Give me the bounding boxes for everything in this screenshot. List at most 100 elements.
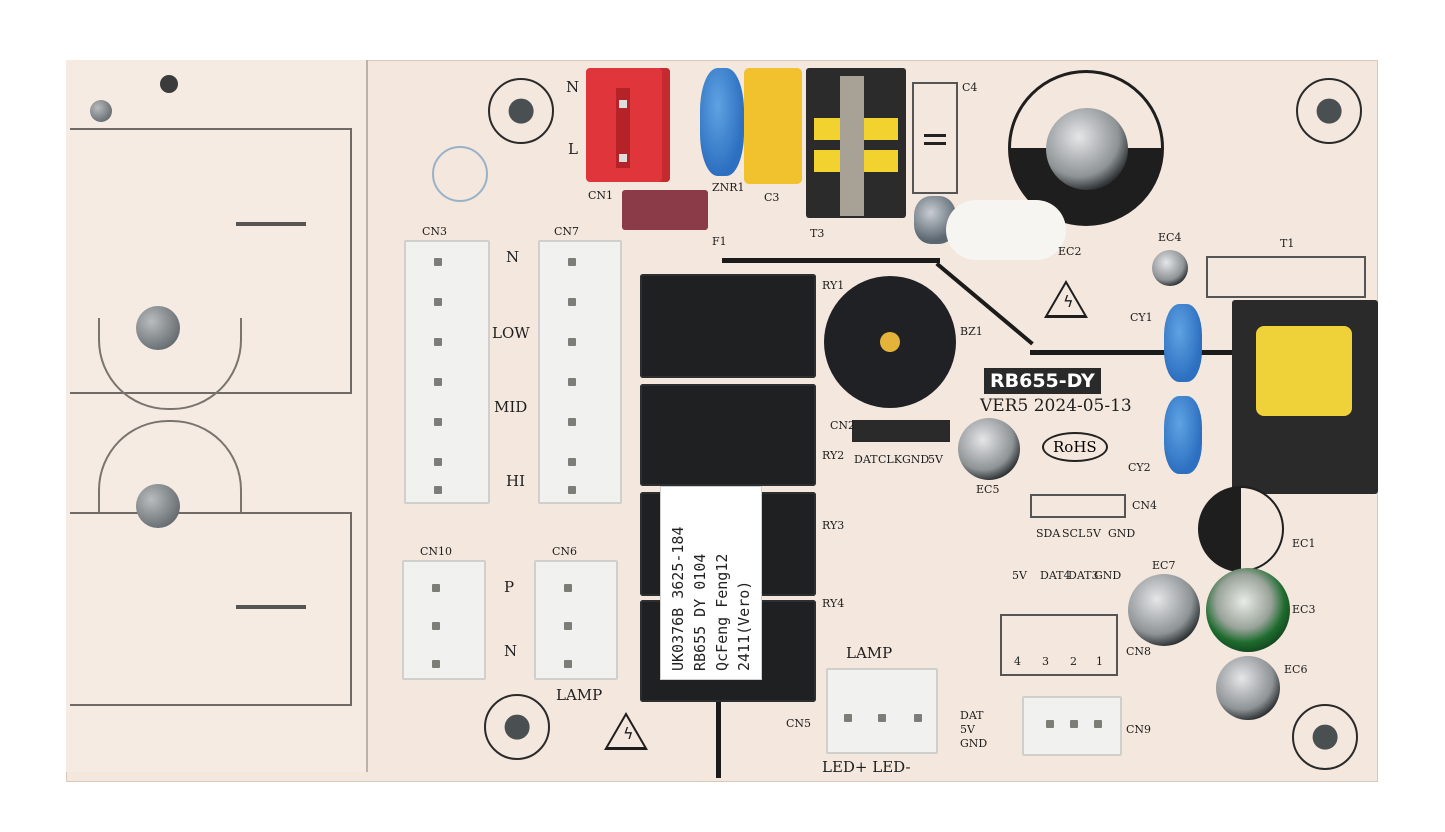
speed-label-mid: MID: [494, 398, 528, 416]
c4-label: C4: [962, 81, 978, 94]
t3-label: T3: [810, 227, 825, 240]
varistor: [700, 68, 744, 176]
model-label: RB655-DY: [984, 368, 1101, 394]
relay-ry2: [640, 384, 816, 486]
ry1-label: RY1: [822, 279, 845, 292]
ec5-label: EC5: [976, 483, 1000, 496]
znr1-label: ZNR1: [712, 181, 745, 194]
ry3-label: RY3: [822, 519, 845, 532]
ec1-footprint: [1198, 486, 1284, 572]
c3-label: C3: [764, 191, 780, 204]
cn8-header[interactable]: [1000, 614, 1118, 676]
electrolytic-capacitor: [1128, 574, 1200, 646]
high-voltage-warning-icon: ϟ: [604, 712, 648, 750]
trace: [716, 700, 721, 778]
breakoff-slot: [236, 222, 306, 226]
y-capacitor: [1164, 396, 1202, 474]
cn5-led-label: LED+ LED-: [822, 758, 911, 776]
speed-label-hi: HI: [506, 472, 526, 490]
pn-label-n: N: [504, 642, 518, 660]
electrolytic-capacitor: [1152, 250, 1188, 286]
glue-blob: [946, 200, 1066, 260]
ec1-label: EC1: [1292, 537, 1316, 550]
cn1-label: CN1: [588, 189, 614, 202]
cn8-number: 2: [1070, 655, 1077, 668]
pn-label-p: P: [504, 578, 515, 596]
cn2-pin-label: 5V: [928, 453, 943, 466]
mounting-hole: [1296, 78, 1362, 144]
cn6-label: CN6: [552, 545, 578, 558]
cn5-lamp-label: LAMP: [846, 644, 893, 662]
cn8-pin-label: DAT3: [1068, 569, 1099, 582]
ry4-label: RY4: [822, 597, 845, 610]
cn5-connector[interactable]: [826, 668, 938, 754]
c4-footprint: [912, 82, 958, 194]
mounting-hole: [484, 694, 550, 760]
transformer-t3: [806, 68, 906, 218]
power-connector[interactable]: [586, 68, 670, 182]
cn8-number: 4: [1014, 655, 1021, 668]
product-sticker: UK0376B 3625-184 RB655 DY 0104 QcFeng Fe…: [660, 486, 762, 680]
cn7-label: CN7: [554, 225, 580, 238]
cn4-pin-label: SCL: [1062, 527, 1086, 540]
film-capacitor: [744, 68, 802, 184]
cn2-pin-label: DAT: [854, 453, 878, 466]
cn8-pin-label: GND: [1094, 569, 1122, 582]
electrolytic-capacitor: [1046, 108, 1128, 190]
cn8-label: CN8: [1126, 645, 1152, 658]
cn4-header[interactable]: [1030, 494, 1126, 518]
electrolytic-capacitor: [1216, 656, 1280, 720]
cn4-pin-label: GND: [1108, 527, 1136, 540]
cn2-pin-label: GND: [902, 453, 930, 466]
f1-label: F1: [712, 235, 727, 248]
breakoff-panel: [66, 60, 368, 772]
cn9-pin-label: 5V: [960, 723, 975, 736]
trace: [1030, 350, 1240, 355]
t1-footprint: [1206, 256, 1366, 298]
mount-peg: [90, 100, 112, 122]
cn6-connector[interactable]: [534, 560, 618, 680]
t1-label: T1: [1280, 237, 1295, 250]
cn4-pin-label: 5V: [1086, 527, 1101, 540]
ec7-label: EC7: [1152, 559, 1176, 572]
trace: [722, 258, 940, 263]
mount-peg: [136, 484, 180, 528]
power-n-label: N: [566, 78, 580, 96]
cn8-number: 3: [1042, 655, 1049, 668]
mount-peg: [160, 75, 178, 93]
ry2-label: RY2: [822, 449, 845, 462]
cn2-header[interactable]: [852, 420, 950, 442]
cn10-connector[interactable]: [402, 560, 486, 680]
cn9-pin-label: DAT: [960, 709, 984, 722]
cy1-label: CY1: [1130, 311, 1153, 324]
ec2-label: EC2: [1058, 245, 1082, 258]
cn9-pin-label: GND: [960, 737, 988, 750]
cn6-lamp-label: LAMP: [556, 686, 603, 704]
mount-peg: [136, 306, 180, 350]
y-capacitor: [1164, 304, 1202, 382]
cn3-connector[interactable]: [404, 240, 490, 504]
breakoff-slot: [236, 605, 306, 609]
fuse: [622, 190, 708, 230]
cn10-label: CN10: [420, 545, 453, 558]
ec6-label: EC6: [1284, 663, 1308, 676]
cn3-label: CN3: [422, 225, 448, 238]
cn7-connector[interactable]: [538, 240, 622, 504]
cn9-connector[interactable]: [1022, 696, 1122, 756]
rohs-mark: RoHS: [1042, 432, 1108, 462]
ec3-label: EC3: [1292, 603, 1316, 616]
relay-ry1: [640, 274, 816, 378]
recycle-logo-icon: [432, 146, 488, 202]
power-l-label: L: [568, 140, 578, 158]
electrolytic-capacitor: [958, 418, 1020, 480]
high-voltage-warning-icon: ϟ: [1044, 280, 1088, 318]
cn9-label: CN9: [1126, 723, 1152, 736]
cn4-pin-label: SDA: [1036, 527, 1061, 540]
cn2-pin-label: CLK: [878, 453, 902, 466]
cn5-label: CN5: [786, 717, 812, 730]
cn8-pin-label: 5V: [1012, 569, 1027, 582]
mounting-hole: [488, 78, 554, 144]
cy2-label: CY2: [1128, 461, 1151, 474]
cn8-number: 1: [1096, 655, 1103, 668]
transformer-t1: [1232, 300, 1378, 494]
